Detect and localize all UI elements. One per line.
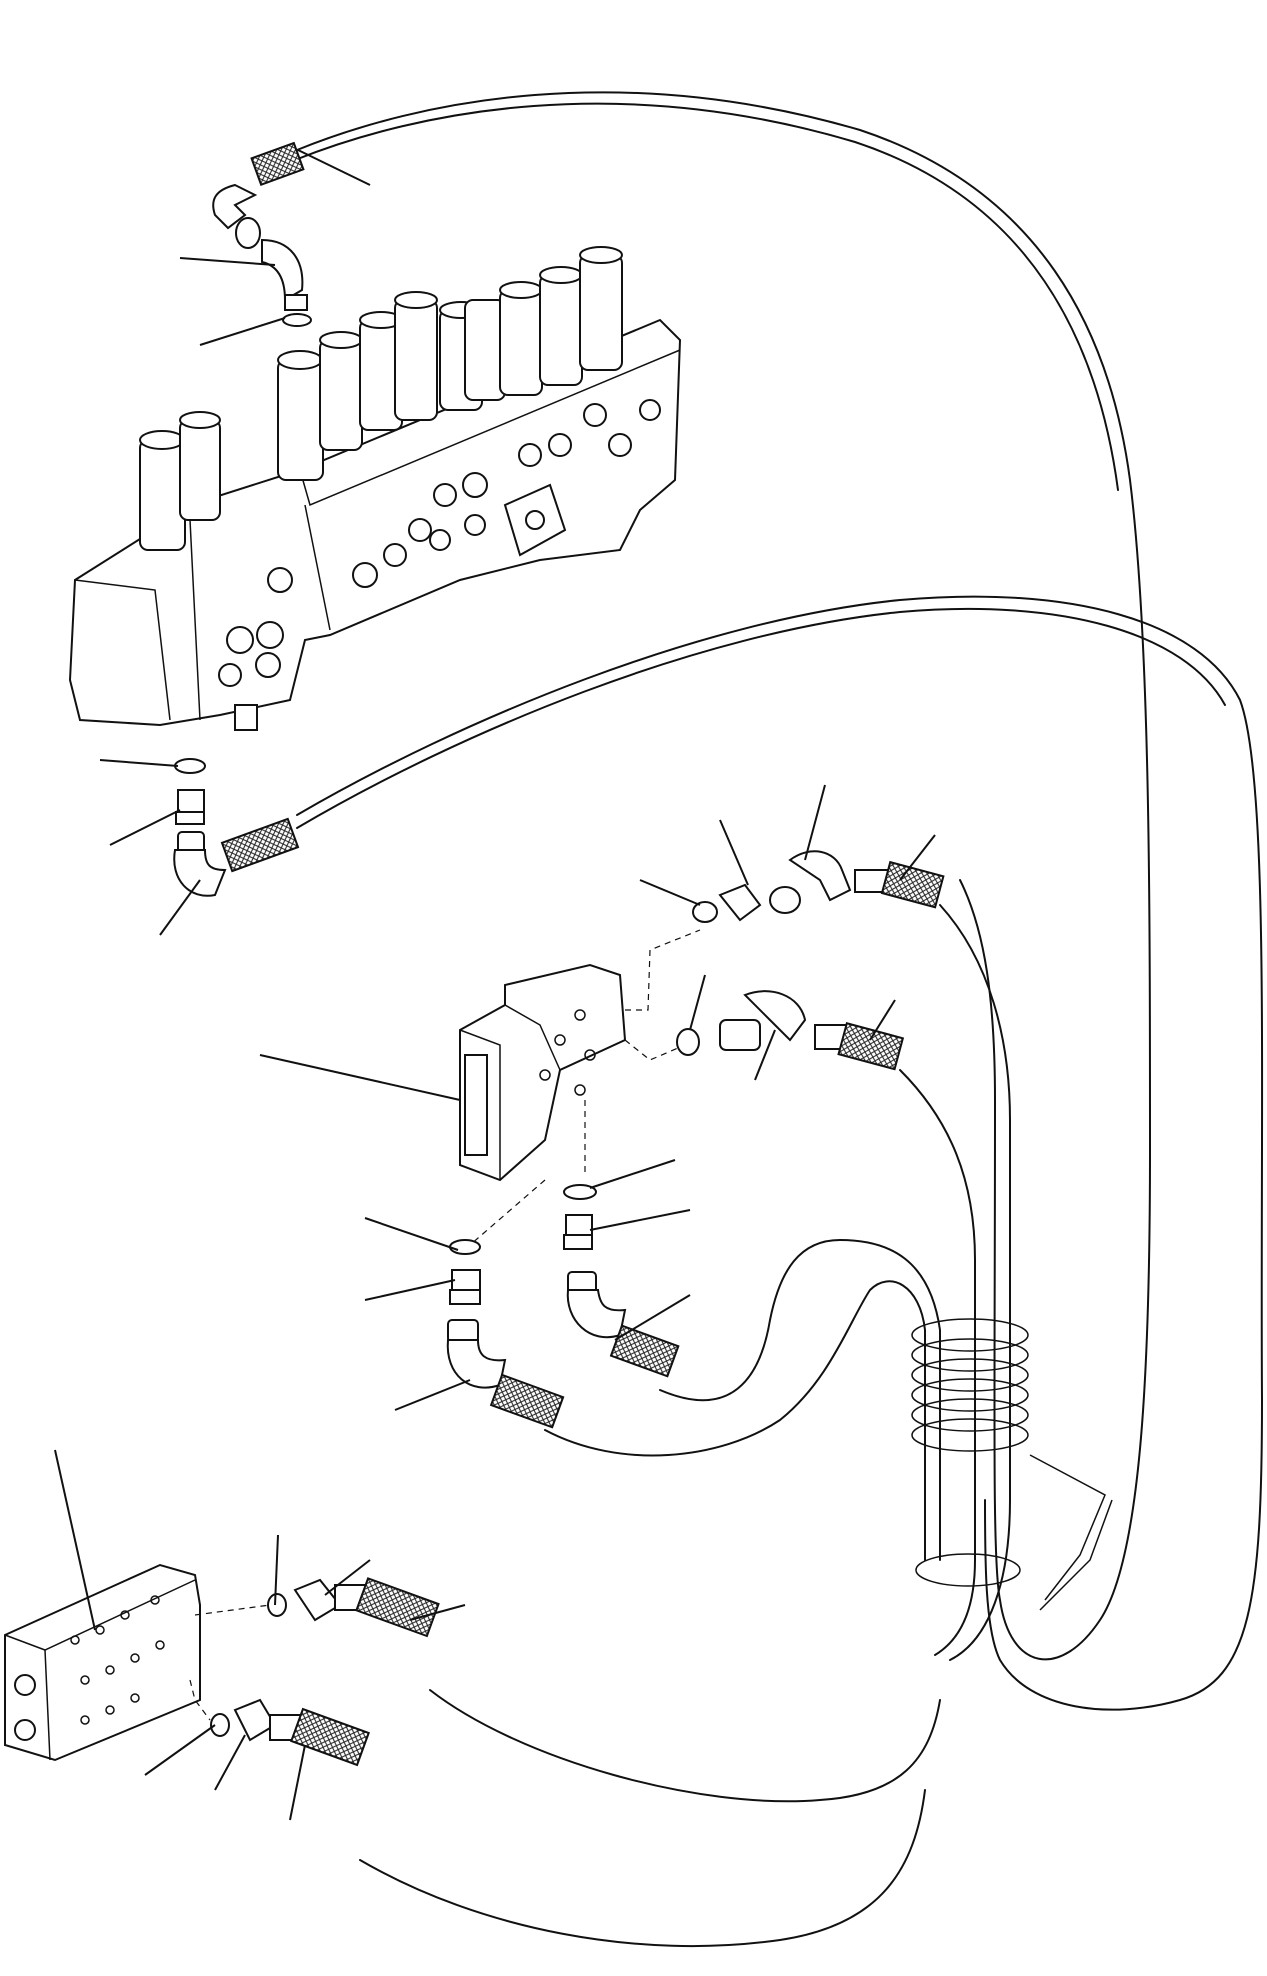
hose-bottom-1 (429, 1689, 941, 1803)
hose-block-upper-2 (899, 1069, 976, 1656)
hose-top-return (296, 91, 1151, 1661)
callout-leaders (54, 149, 936, 1821)
dash-link-2 (624, 1039, 686, 1061)
hose-lower-left-return (296, 595, 1264, 1711)
hose-lower-left-return-inner (296, 607, 1226, 829)
top-hose-fittings (212, 141, 312, 327)
block-upper-fittings (676, 850, 945, 1071)
bracket-outline (1029, 1454, 1113, 1611)
valve-bottom-fittings (173, 758, 300, 897)
hose-clamp-band (915, 1553, 1021, 1587)
main-control-valve (68, 246, 682, 731)
spiral-hose-guard (911, 1318, 1029, 1452)
solenoid-valve-block (459, 963, 627, 1182)
distribution-block (4, 1563, 201, 1762)
distribution-block-fittings (210, 1577, 440, 1767)
dash-link-1 (625, 929, 701, 1011)
block-lower-fittings (446, 1184, 680, 1429)
hose-block-upper-1 (939, 904, 1011, 1661)
hoses (294, 91, 1264, 1948)
hose-bottom-2 (359, 1789, 926, 1948)
hose-ubend-2 (544, 1280, 926, 1561)
dash-link-5 (194, 1604, 271, 1616)
hose-top-return-inner (294, 102, 1119, 491)
dash-link-4 (469, 1179, 546, 1246)
dash-link-6 (189, 1679, 211, 1721)
hose-ubend-1 (659, 1239, 941, 1561)
